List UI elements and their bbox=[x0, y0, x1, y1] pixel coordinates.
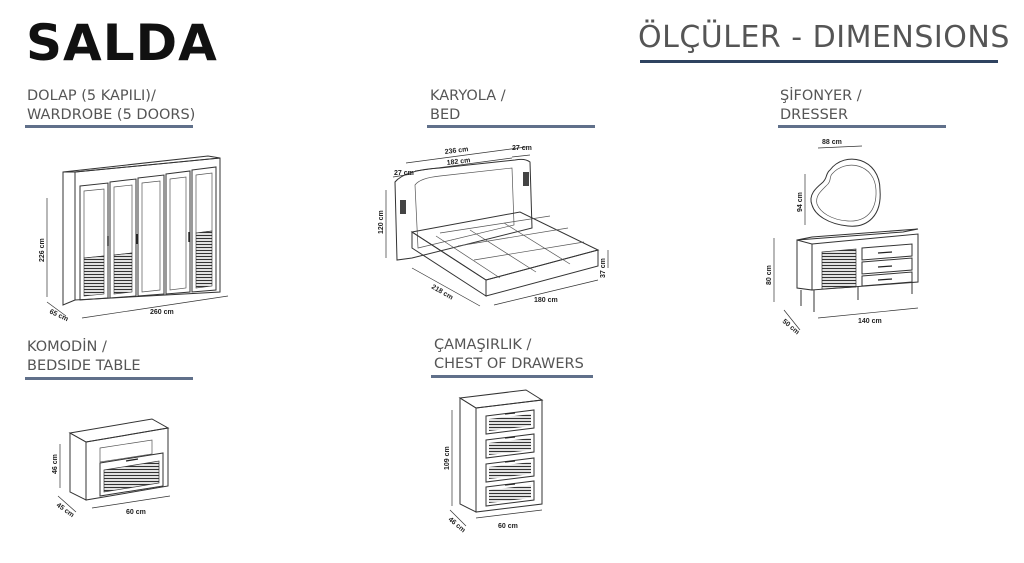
wardrobe-width-label: 260 cm bbox=[150, 309, 174, 316]
chest-rule bbox=[431, 375, 593, 378]
bed-label-en: BED bbox=[430, 107, 461, 123]
bed-headboard-height-label: 120 cm bbox=[378, 210, 385, 234]
bed-side-left-label: 27 cm bbox=[394, 170, 414, 177]
dresser-label: ŞİFONYER / DRESSER bbox=[780, 87, 862, 125]
bed-length-label: 218 cm bbox=[430, 284, 454, 302]
brand-title: SALDA bbox=[26, 14, 218, 72]
chest-label-en: CHEST OF DRAWERS bbox=[434, 356, 584, 372]
bed-label-tr: KARYOLA / bbox=[430, 88, 506, 104]
bedside-height-label: 46 cm bbox=[52, 454, 59, 474]
dresser-depth-label: 50 cm bbox=[781, 318, 801, 336]
bed-label: KARYOLA / BED bbox=[430, 87, 506, 125]
bed-rule bbox=[427, 125, 595, 128]
bed-total-width-label: 236 cm bbox=[444, 146, 468, 156]
bedside-depth-label: 45 cm bbox=[55, 502, 75, 519]
dresser-label-en: DRESSER bbox=[780, 107, 849, 123]
wardrobe-label: DOLAP (5 KAPILI)/ WARDROBE (5 DOORS) bbox=[27, 87, 195, 125]
bedside-label-tr: KOMODİN / bbox=[27, 339, 107, 355]
chest-width-label: 60 cm bbox=[498, 523, 518, 530]
bed-side-right-label: 27 cm bbox=[512, 145, 532, 152]
chest-label-tr: ÇAMAŞIRLIK / bbox=[434, 337, 532, 353]
bed-mattress-width-label: 180 cm bbox=[534, 297, 558, 304]
bedside-label: KOMODİN / BEDSIDE TABLE bbox=[27, 338, 141, 376]
bedside-drawing: 46 cm 45 cm 60 cm bbox=[52, 418, 171, 519]
chest-depth-label: 46 cm bbox=[447, 516, 467, 534]
dresser-drawing: 88 cm 94 cm 80 cm 50 cm 140 cm bbox=[766, 139, 919, 336]
bed-frame-height-label: 37 cm bbox=[600, 258, 607, 278]
wardrobe-rule bbox=[25, 125, 193, 128]
dresser-height-label: 80 cm bbox=[766, 265, 773, 285]
bedside-rule bbox=[25, 377, 193, 380]
chest-height-label: 109 cm bbox=[444, 446, 451, 470]
bed-inner-width-label: 182 cm bbox=[446, 157, 470, 167]
chest-label: ÇAMAŞIRLIK / CHEST OF DRAWERS bbox=[434, 336, 584, 374]
wardrobe-label-tr: DOLAP (5 KAPILI)/ bbox=[27, 88, 156, 104]
wardrobe-height-label: 226 cm bbox=[39, 238, 46, 262]
dresser-mirror-width-label: 88 cm bbox=[822, 139, 842, 146]
dresser-label-tr: ŞİFONYER / bbox=[780, 88, 862, 104]
wardrobe-label-en: WARDROBE (5 DOORS) bbox=[27, 107, 196, 123]
dresser-rule bbox=[778, 125, 946, 128]
chest-drawing: 109 cm 46 cm 60 cm bbox=[444, 389, 544, 534]
wardrobe-drawing: 226 cm 65 cm 260 cm bbox=[39, 155, 229, 323]
bedside-label-en: BEDSIDE TABLE bbox=[27, 358, 141, 374]
dresser-width-label: 140 cm bbox=[858, 318, 882, 325]
dresser-mirror-height-label: 94 cm bbox=[797, 192, 804, 212]
bed-drawing: 236 cm 182 cm 27 cm 27 cm 120 cm 218 cm … bbox=[378, 145, 609, 307]
bedside-width-label: 60 cm bbox=[126, 509, 146, 516]
page-title: ÖLÇÜLER - DIMENSIONS bbox=[638, 20, 1010, 55]
title-underline bbox=[640, 60, 998, 63]
